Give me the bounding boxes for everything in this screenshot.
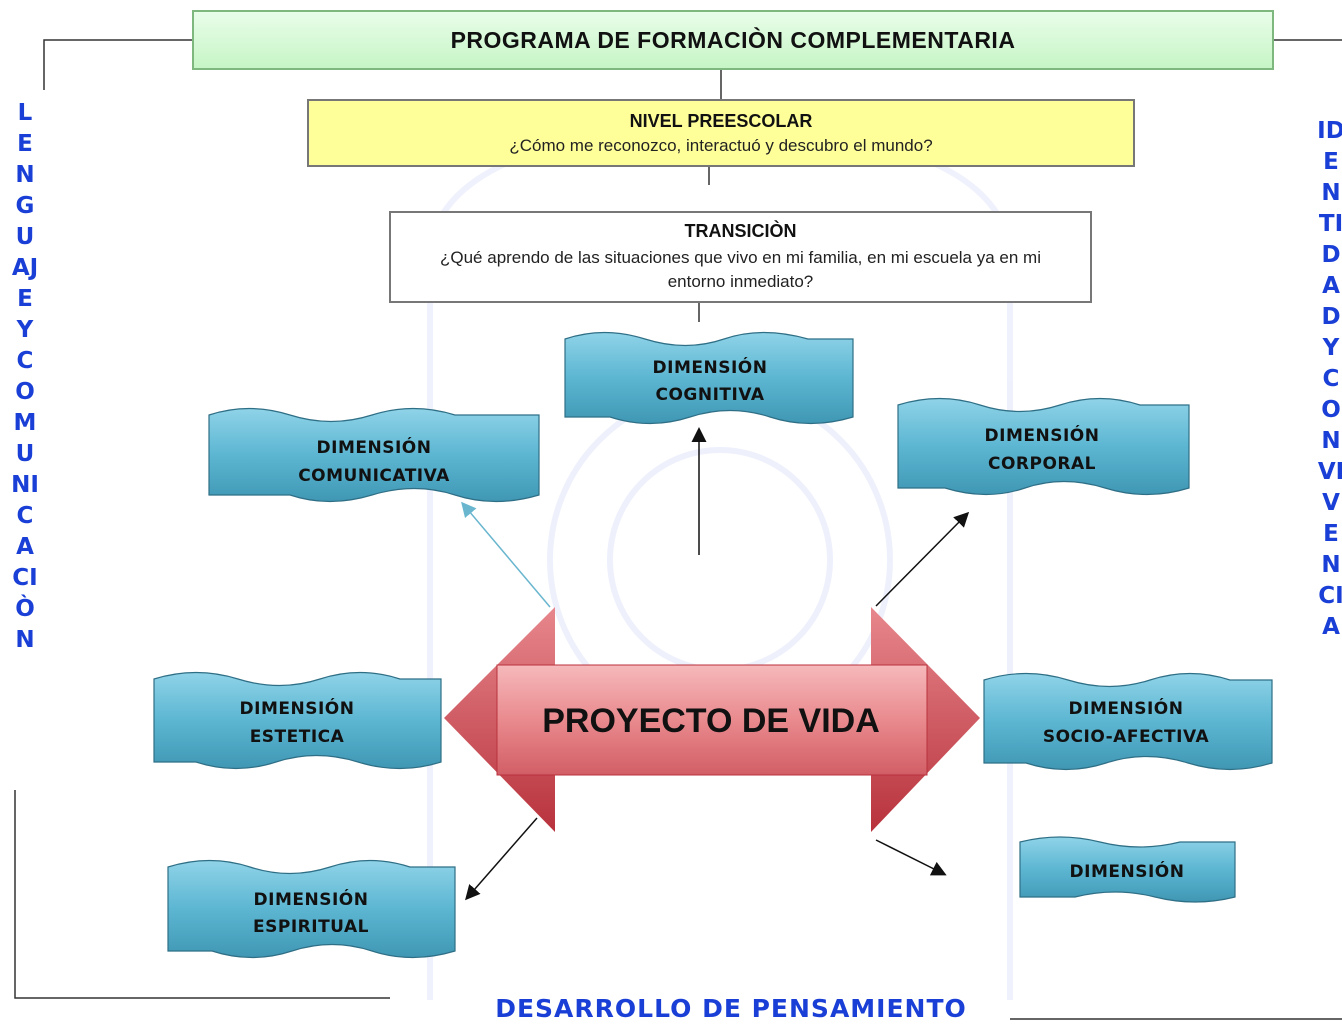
dimension-socio-afectiva: DIMENSIÓN SOCIO-AFECTIVA — [983, 672, 1273, 771]
right-vertical-label: IDENTIDAD Y CONVIVENCIA — [1317, 118, 1342, 640]
bottom-label: DESARROLLO DE PENSAMIENTO — [495, 994, 967, 1023]
dimension-corporal-line1: DIMENSIÓN — [985, 424, 1100, 446]
dimension-estetica-line2: ESTETICA — [250, 727, 345, 747]
transition-box: TRANSICIÒN ¿Qué aprendo de las situacion… — [389, 211, 1092, 303]
arrow-to-espiritual — [465, 817, 538, 901]
dimension-cognitiva-line2: COGNITIVA — [655, 385, 764, 405]
level-question: ¿Cómo me reconozco, interactuó y descubr… — [509, 135, 933, 155]
dimension-estetica: DIMENSIÓN ESTETICA — [153, 671, 442, 770]
dimension-comunicativa: DIMENSIÓN COMUNICATIVA — [208, 407, 540, 503]
dimension-etica-line1: DIMENSIÓN — [1070, 860, 1185, 882]
center-label: PROYECTO DE VIDA — [542, 702, 880, 740]
arrow-to-etica — [875, 839, 947, 876]
dimension-corporal: DIMENSIÓN CORPORAL — [897, 397, 1190, 496]
dimension-espiritual: DIMENSIÓN ESPIRITUAL — [167, 859, 456, 959]
level-box: NIVEL PREESCOLAR ¿Cómo me reconozco, int… — [307, 99, 1135, 167]
proyecto-de-vida-arrow: PROYECTO DE VIDA — [444, 607, 980, 832]
arrow-to-comunicativa — [461, 501, 551, 608]
transition-heading: TRANSICIÒN — [684, 220, 797, 241]
dimension-espiritual-line1: DIMENSIÓN — [254, 888, 369, 910]
program-title: PROGRAMA DE FORMACIÒN COMPLEMENTARIA — [450, 26, 1016, 53]
dimension-socio-afectiva-line2: SOCIO-AFECTIVA — [1043, 727, 1210, 747]
dimension-espiritual-line2: ESPIRITUAL — [253, 917, 369, 937]
dimension-cognitiva-line1: DIMENSIÓN — [653, 356, 768, 378]
level-heading: NIVEL PREESCOLAR — [629, 110, 813, 131]
left-vertical-label: LENGUAJE YCOMUNICACIÒN — [11, 100, 39, 653]
dimension-etica: DIMENSIÓN — [1019, 836, 1236, 903]
dimension-estetica-line1: DIMENSIÓN — [240, 697, 355, 719]
frame-lines — [14, 39, 1342, 1020]
transition-question: ¿Qué aprendo de las situaciones que vivo… — [440, 247, 1041, 291]
dimension-socio-afectiva-line1: DIMENSIÓN — [1069, 697, 1184, 719]
dimension-cognitiva: DIMENSIÓN COGNITIVA — [564, 331, 854, 425]
program-title-box: PROGRAMA DE FORMACIÒN COMPLEMENTARIA — [192, 10, 1274, 70]
dimension-comunicativa-line1: DIMENSIÓN — [317, 436, 432, 458]
dimension-corporal-line2: CORPORAL — [988, 454, 1096, 474]
arrow-to-corporal — [875, 511, 970, 607]
dimension-comunicativa-line2: COMUNICATIVA — [298, 466, 450, 486]
connectors — [461, 427, 970, 901]
